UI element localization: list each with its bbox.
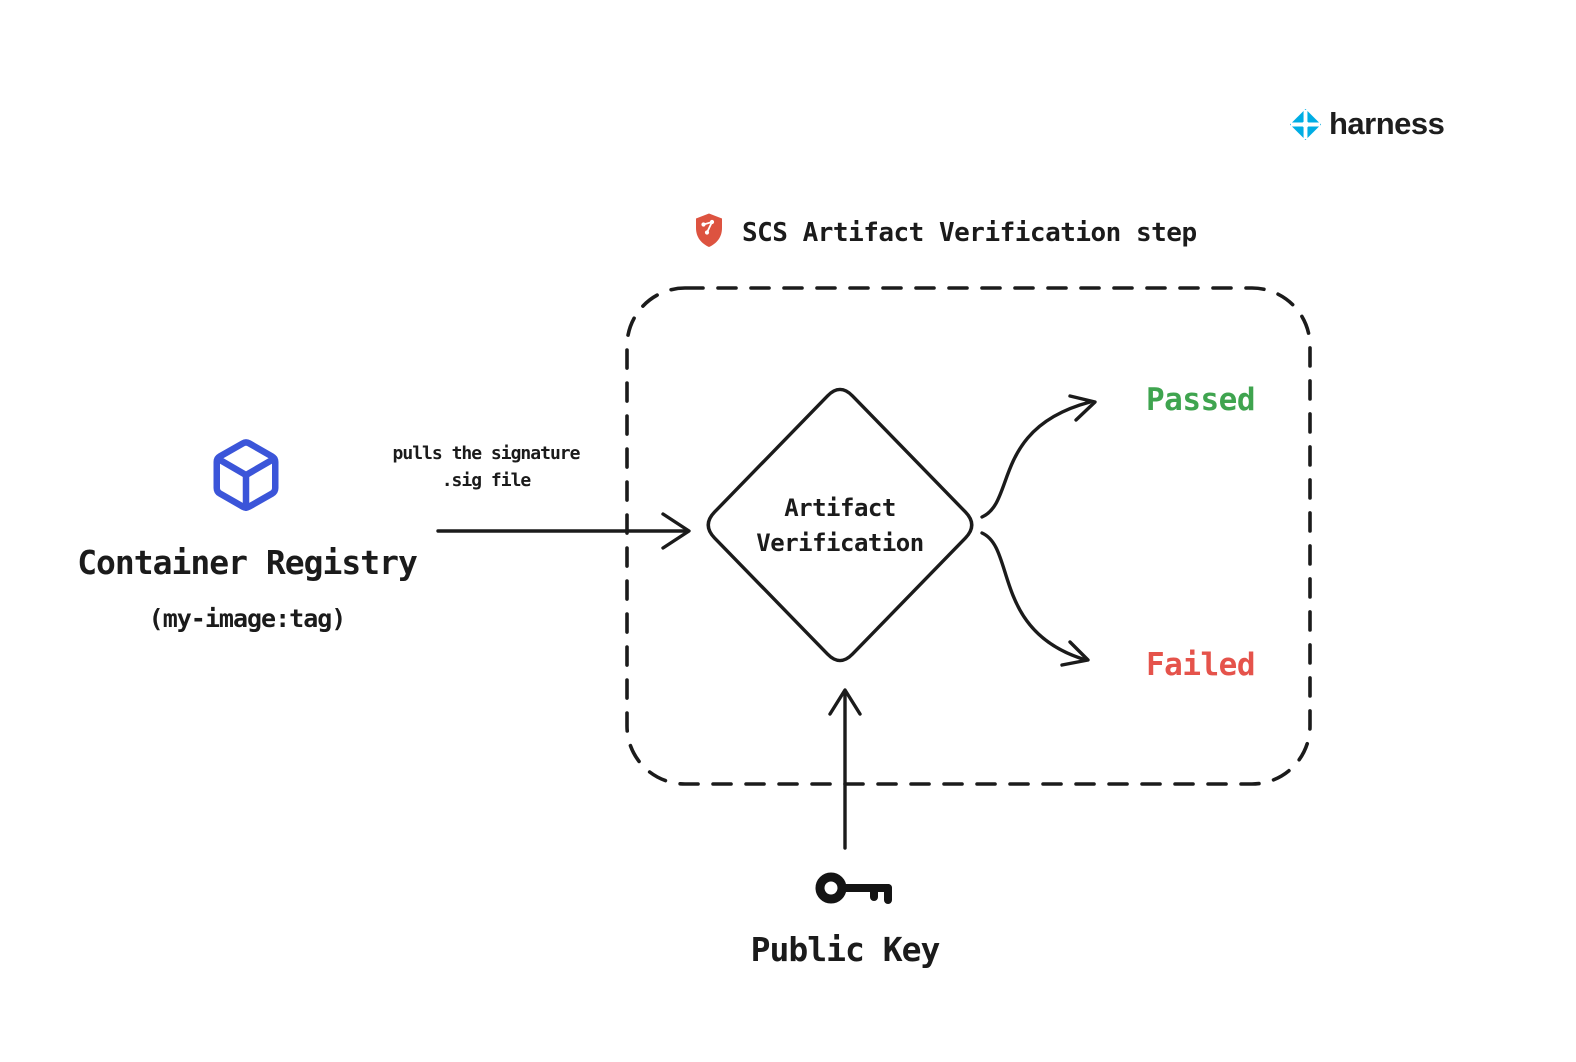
passed-arrow-head [1068,394,1097,422]
diamond-label-line2: Verification [756,529,924,557]
pull-arrow-label-line2: .sig file [441,470,532,491]
passed-arrow-line [980,400,1092,519]
failed-arrow-line [980,531,1088,662]
outcome-failed-label: Failed [1146,647,1255,683]
shield-icon [694,212,724,253]
step-header: SCS Artifact Verification step [694,212,1197,253]
harness-wordmark: harness [1329,106,1445,141]
container-registry-subtitle: (my-image:tag) [148,604,347,633]
diamond-label-line1: Artifact [784,494,896,522]
verification-diamond [706,387,974,663]
harness-logo-icon [1289,108,1322,141]
step-title: SCS Artifact Verification step [742,217,1197,248]
pull-arrow-label-line1: pulls the signature [392,443,581,464]
public-key-arrow-head [828,688,862,716]
container-registry-icon [207,436,285,514]
public-key-label: Public Key [750,930,941,969]
container-registry-title: Container Registry [77,543,418,582]
outcome-passed-label: Passed [1146,382,1255,418]
verification-diamond-label: Artifact Verification [700,491,980,561]
failed-arrow-head [1060,640,1090,667]
step-boundary-box [625,286,1312,786]
pull-arrow-label: pulls the signature .sig file [352,440,620,494]
pull-arrow-head [661,512,691,550]
key-icon [814,864,898,912]
harness-logo: harness [1289,106,1445,142]
